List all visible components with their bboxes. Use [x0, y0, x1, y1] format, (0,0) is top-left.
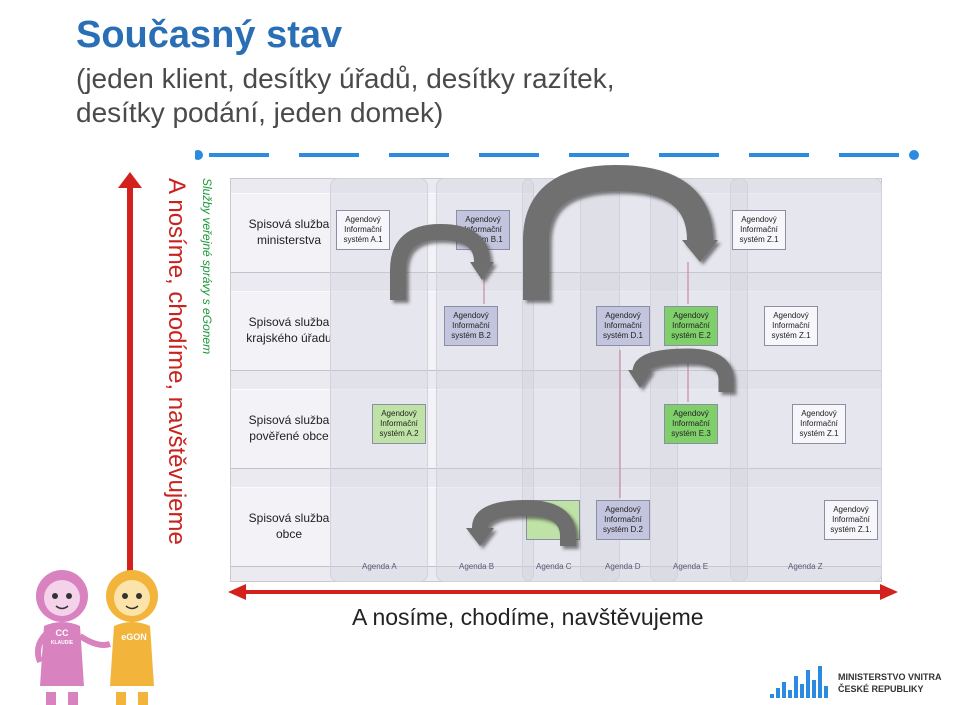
ais-line: Informační: [772, 321, 810, 330]
row-poverena-obec: Spisová služba pověřené obce: [231, 389, 881, 469]
ministry-logo-text: MINISTERSTVO VNITRA ČESKÉ REPUBLIKY: [838, 671, 942, 695]
page-title: Současný stav: [76, 14, 343, 56]
agenda-label-d: Agenda D: [605, 562, 641, 571]
mascots-illustration: [35, 570, 158, 705]
ais-line: Agendový: [605, 505, 641, 514]
egon-badge: eGON: [121, 632, 147, 642]
ministry-logo-line-2: ČESKÉ REPUBLIKY: [838, 684, 924, 694]
klaudie-badge: CC KLAUDIE: [46, 628, 78, 648]
row-label-line: Spisová služba: [248, 511, 330, 525]
row-label-line: ministerstva: [256, 233, 321, 247]
klaudie-badge-text: CC: [55, 628, 69, 638]
ais-line: Informační: [604, 321, 642, 330]
row-label-line: Spisová služba: [248, 413, 330, 427]
ais-line: systém D.1: [602, 331, 643, 340]
ais-line: systém B.1: [463, 235, 503, 244]
dashed-divider: [195, 150, 919, 160]
klaudie-name: KLAUDIE: [50, 640, 74, 646]
ais-line: systém Z.1: [739, 235, 779, 244]
ais-line: Informační: [672, 419, 710, 428]
ministry-logo-icon: [770, 666, 828, 698]
klaudie-mascot: [35, 570, 111, 705]
ais-line: systém Z.1.: [830, 525, 872, 534]
row-label-line: Spisová služba: [248, 217, 330, 231]
ais-line: Informační: [452, 321, 490, 330]
ais-line: Informační: [380, 419, 418, 428]
ais-line: systém A.1: [343, 235, 383, 244]
ais-line: systém E.2: [671, 331, 711, 340]
page-subtitle: (jeden klient, desítky úřadů, desítky ra…: [76, 62, 614, 130]
ais-line: Agendový: [605, 311, 641, 320]
ais-line: systém E.3: [671, 429, 711, 438]
ais-line: Informační: [740, 225, 778, 234]
ais-line: systém Z.1: [799, 429, 839, 438]
ais-box-c-hidden: [526, 500, 580, 540]
ais-line: Agendový: [673, 311, 709, 320]
ais-line: systém Z.1: [771, 331, 811, 340]
ais-line: Informační: [464, 225, 502, 234]
ais-line: Agendový: [453, 311, 489, 320]
ais-line: Informační: [344, 225, 382, 234]
ais-line: systém B.2: [451, 331, 491, 340]
row-label-line: Spisová služba: [248, 315, 330, 329]
row-label: Spisová služba ministerstva: [235, 216, 343, 248]
ais-line: Agendový: [741, 215, 777, 224]
ais-line: Agendový: [773, 311, 809, 320]
ais-line: Agendový: [345, 215, 381, 224]
agenda-label-e: Agenda E: [673, 562, 709, 571]
row-label: Spisová služba krajského úřadu: [235, 314, 343, 346]
ais-line: Informační: [800, 419, 838, 428]
ais-line: systém A.2: [379, 429, 419, 438]
ais-line: Agendový: [465, 215, 501, 224]
ais-line: Agendový: [801, 409, 837, 418]
egon-mascot: [106, 570, 158, 705]
row-label-line: krajského úřadu: [246, 331, 332, 345]
subtitle-line-1: (jeden klient, desítky úřadů, desítky ra…: [76, 63, 615, 94]
row-label: Spisová služba pověřené obce: [235, 412, 343, 444]
ais-line: systém D.2: [602, 525, 643, 534]
ais-line: Agendový: [381, 409, 417, 418]
bottom-caption: A nosíme, chodíme, navštěvujeme: [352, 604, 704, 630]
agenda-label-z: Agenda Z: [788, 562, 823, 571]
subtitle-line-2: desítky podání, jeden domek): [76, 97, 444, 128]
row-label-line: obce: [275, 527, 303, 541]
row-label-line: pověřené obce: [249, 429, 329, 443]
ministry-logo-line-1: MINISTERSTVO VNITRA: [838, 672, 942, 682]
row-label: Spisová služba obce: [235, 510, 343, 542]
agenda-label-b: Agenda B: [459, 562, 495, 571]
vertical-double-arrow: [118, 172, 142, 604]
agenda-label-a: Agenda A: [362, 562, 397, 571]
ais-line: Agendový: [833, 505, 869, 514]
ais-line: Agendový: [673, 409, 709, 418]
ais-line: Informační: [832, 515, 870, 524]
agenda-label-c: Agenda C: [536, 562, 572, 571]
ais-line: Informační: [604, 515, 642, 524]
ais-line: Informační: [672, 321, 710, 330]
